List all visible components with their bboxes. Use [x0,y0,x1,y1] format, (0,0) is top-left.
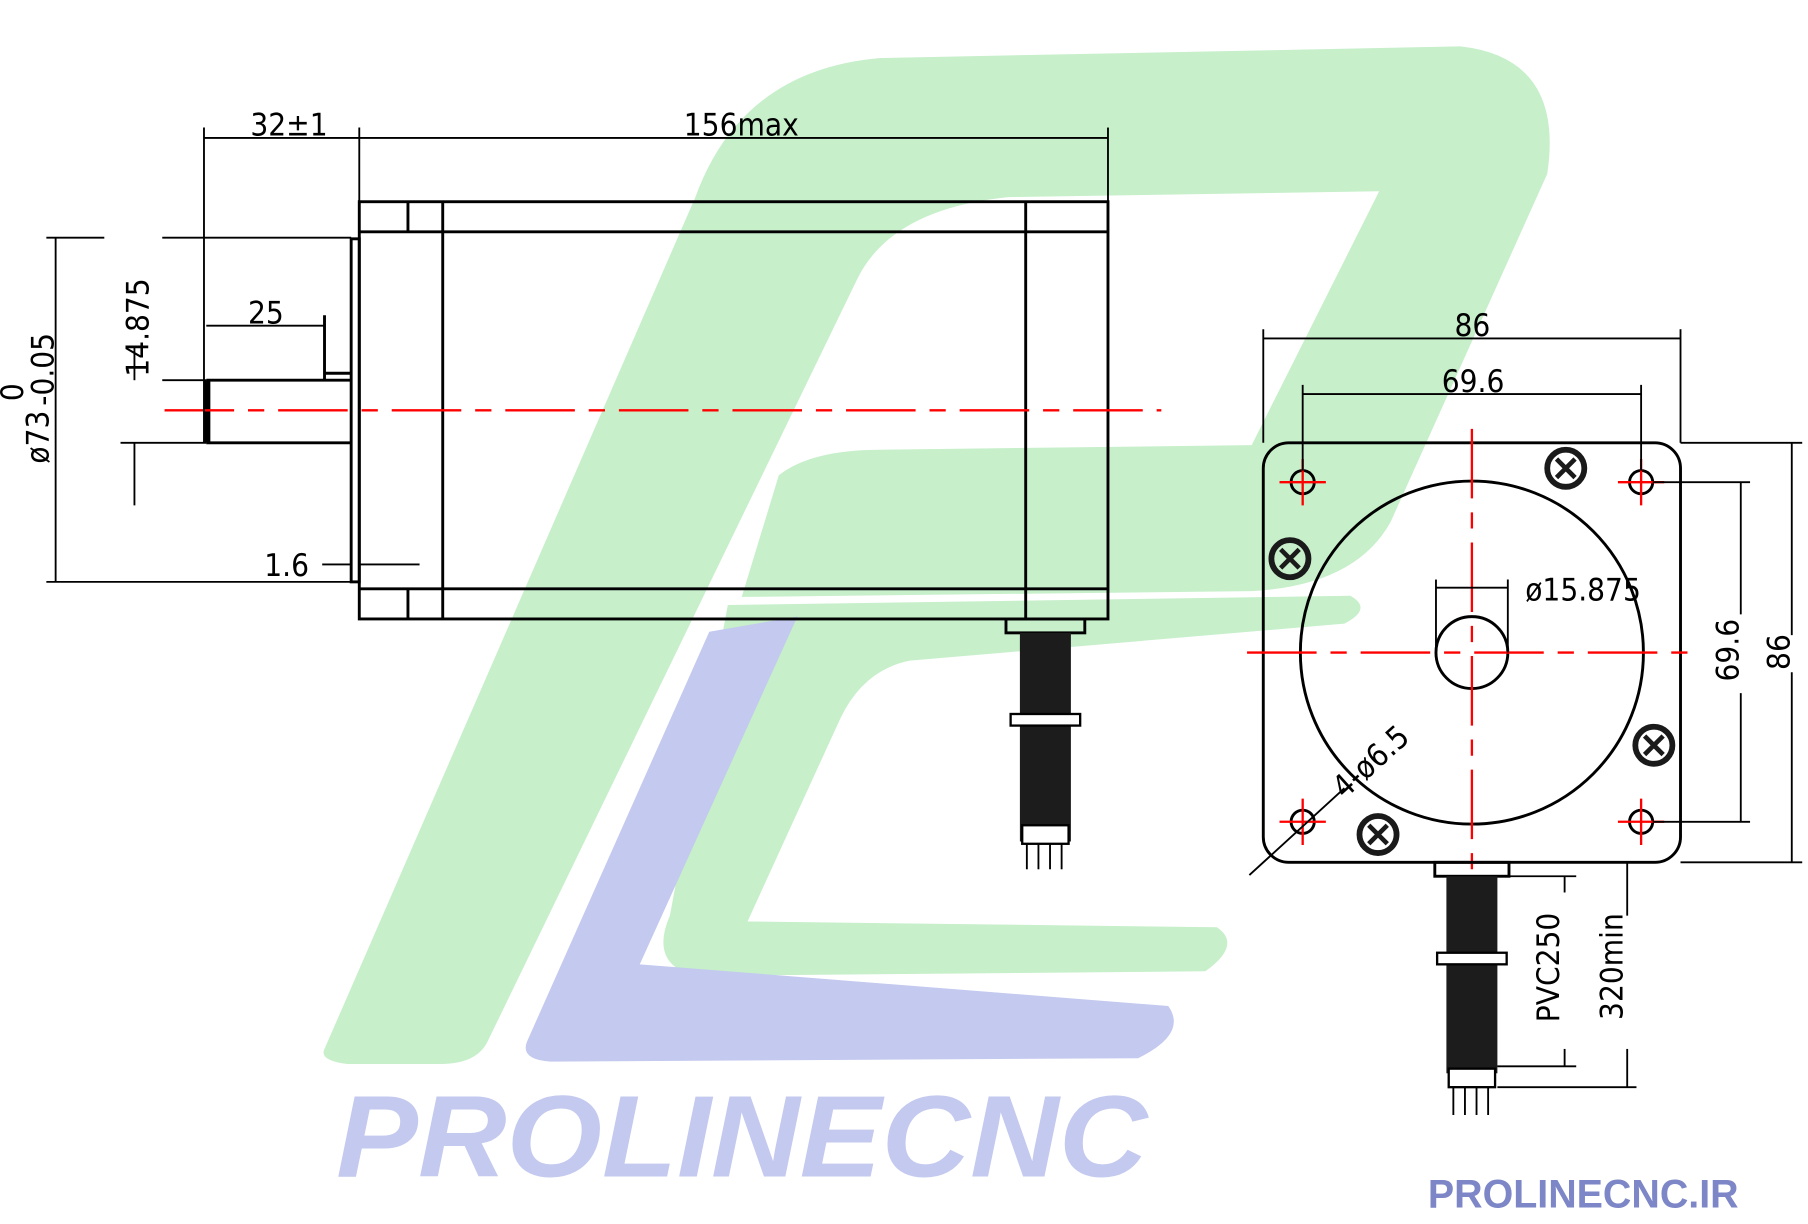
logo-green-inner-stroke [663,595,1361,976]
dim-flat-depth: 14.875 [120,278,156,376]
front-cable [1446,876,1498,1074]
dim-flat-length: 25 [248,295,284,331]
dim-body-length: 156max [684,108,799,144]
dim-pilot-diameter-group: ø73 0 -0.05 [0,333,61,464]
logo-text: PROLINECNC [336,1071,1150,1201]
dim-pilot-height: 1.6 [264,548,309,584]
dim-hole-spacing: 69.6 [1442,364,1505,400]
dim-cable-type: PVC250 [1531,913,1567,1023]
dim-shaft-extension: 32±1 [250,108,327,144]
screw-heads [1268,446,1676,856]
dim-flange-height: 86 [1761,634,1797,670]
watermark-logo: PROLINECNC [323,46,1550,1201]
dim-pilot-tol-lower: -0.05 [25,333,61,406]
front-view: 86 69.6 ø15.875 4-ø6.5 69.6 86 [1247,308,1803,1115]
dim-pilot-diameter: ø73 [21,411,57,464]
side-view: 32±1 156max 25 ø73 0 -0.05 14.875 1.6 [0,108,1162,870]
dim-pilot-tol-upper: 0 [0,383,31,401]
logo-blue-shape [525,616,1174,1062]
logo-green-shape [323,46,1550,1064]
dim-flange-width: 86 [1455,308,1491,344]
website-url[interactable]: PROLINECNC.IR [1428,1173,1739,1217]
side-cable [1019,632,1071,842]
dim-shaft-diameter: ø15.875 [1525,572,1641,608]
dim-cable-length: 320min [1595,913,1631,1020]
dim-hole-spacing-vertical: 69.6 [1710,619,1746,682]
